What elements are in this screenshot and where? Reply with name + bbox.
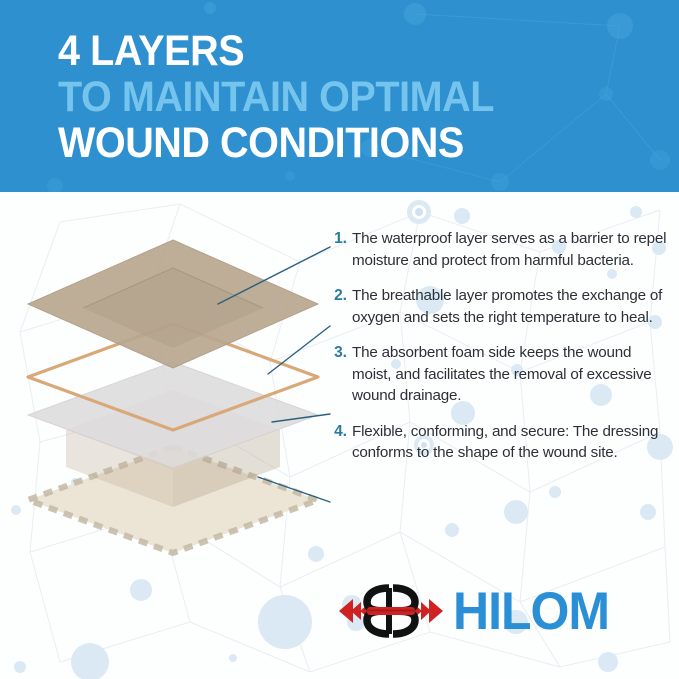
item-number: 4. <box>334 422 347 440</box>
item-text: The breathable layer promotes the exchan… <box>352 287 663 326</box>
item-text: The waterproof layer serves as a barrier… <box>352 230 667 269</box>
list-item: 2. The breathable layer promotes the exc… <box>330 285 670 328</box>
title-line-3: WOUND CONDITIONS <box>58 119 464 167</box>
item-number: 2. <box>334 287 347 304</box>
page-title: 4 LAYERS TO MAINTAIN OPTIMAL WOUND CONDI… <box>58 28 658 166</box>
layer-3-absorbent-foam <box>26 361 320 469</box>
item-text: The absorbent foam side keeps the wound … <box>352 344 652 404</box>
header-banner: 4 LAYERS TO MAINTAIN OPTIMAL WOUND CONDI… <box>0 0 679 192</box>
center-bar-icon <box>367 607 415 615</box>
item-number: 3. <box>334 344 347 361</box>
list-item: 4. Flexible, conforming, and secure: The… <box>330 421 670 464</box>
list-item: 1. The waterproof layer serves as a barr… <box>330 228 670 271</box>
item-text: Flexible, conforming, and secure: The dr… <box>352 422 659 462</box>
logo-wordmark: HILOM <box>453 581 610 641</box>
list-item: 3. The absorbent foam side keeps the wou… <box>330 342 670 407</box>
item-number: 1. <box>334 230 347 247</box>
title-line-1: 4 LAYERS <box>58 27 245 75</box>
layer-1-waterproof <box>26 239 320 369</box>
hilom-mark-icon <box>339 584 443 638</box>
brand-logo: HILOM <box>337 580 642 642</box>
layer-description-list: 1. The waterproof layer serves as a barr… <box>330 228 670 478</box>
wound-dressing-layer-diagram <box>25 239 321 556</box>
title-line-2: TO MAINTAIN OPTIMAL <box>58 73 494 121</box>
